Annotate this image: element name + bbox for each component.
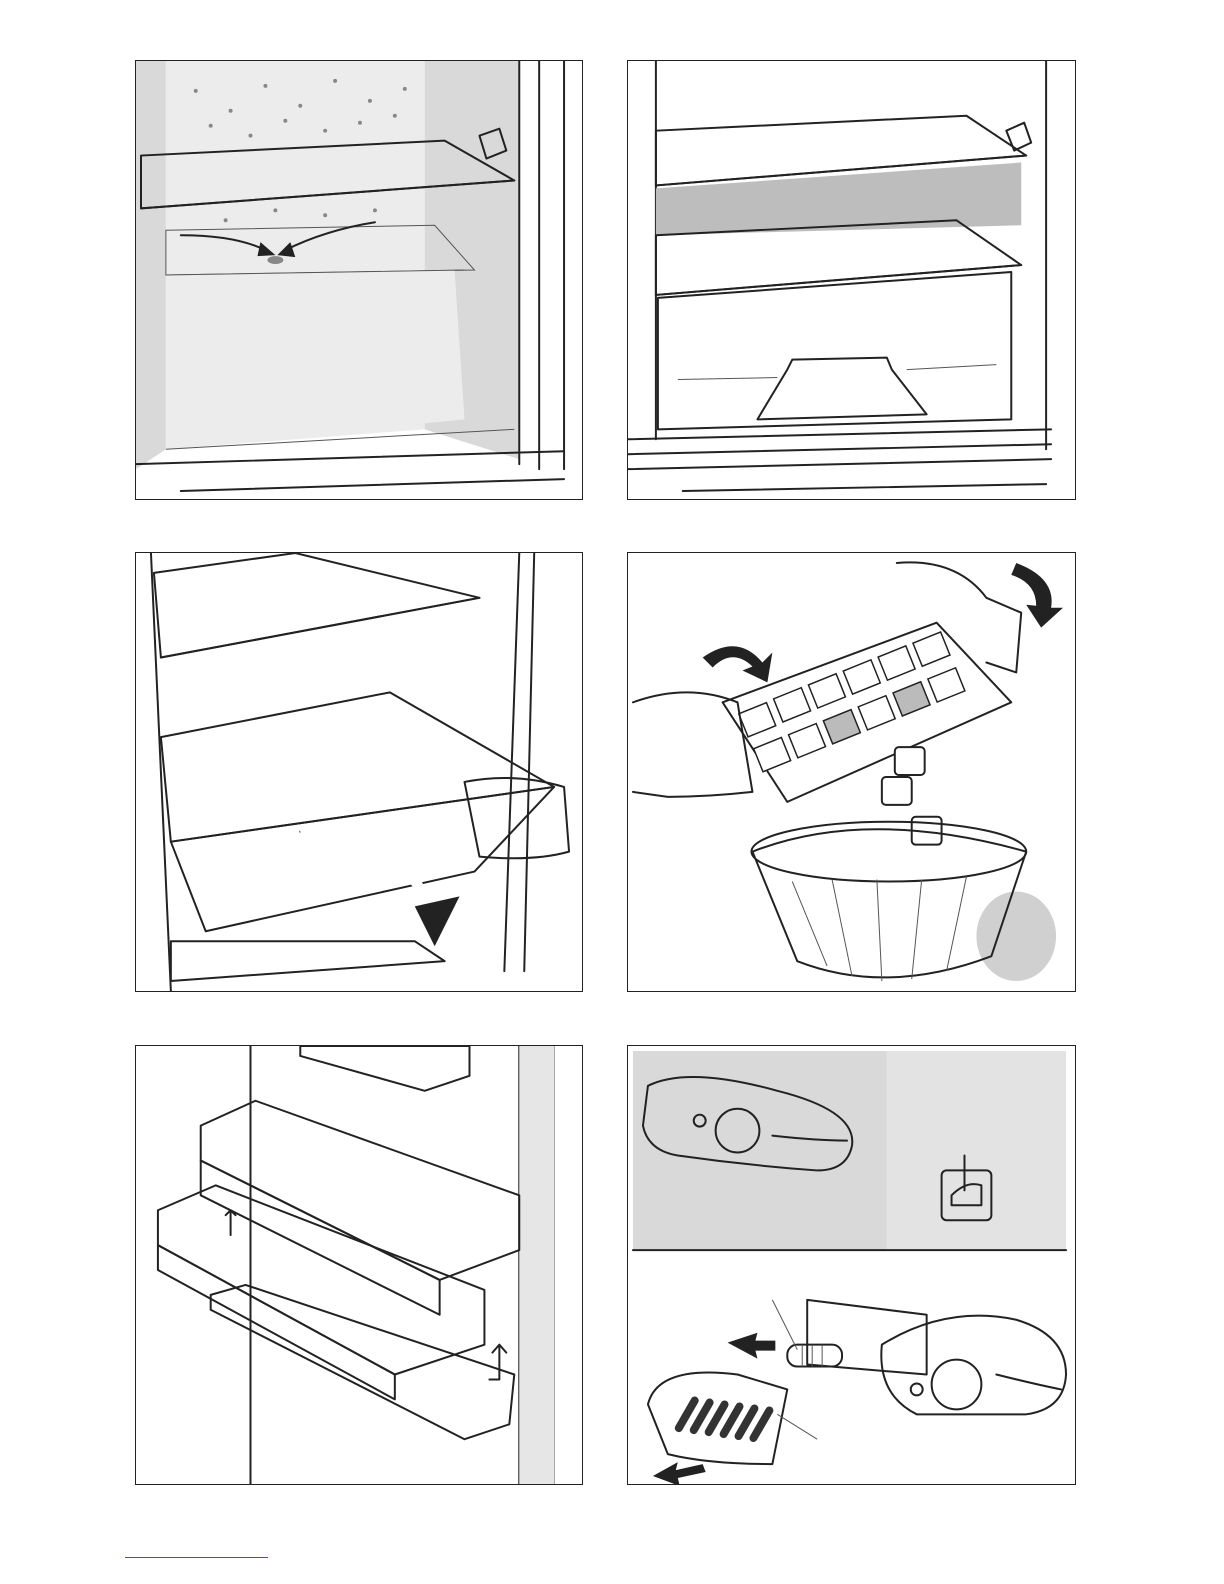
illustration-remove-shelf: [136, 553, 582, 991]
illustration-light-bulb: [628, 1046, 1075, 1484]
footer-rule: [125, 1557, 268, 1558]
figure-light-bulb: [627, 1045, 1076, 1485]
illustration-door-balconies: [136, 1046, 582, 1484]
figure-remove-shelf: [135, 552, 583, 992]
illustration-crisper-drawer: [628, 61, 1075, 499]
figure-defrost-drain: [135, 60, 583, 500]
figure-ice-tray: [627, 552, 1076, 992]
illustration-ice-tray: [628, 553, 1075, 991]
figure-crisper-drawer: [627, 60, 1076, 500]
illustration-defrost-drain: [136, 61, 582, 499]
figure-door-balconies: [135, 1045, 583, 1485]
